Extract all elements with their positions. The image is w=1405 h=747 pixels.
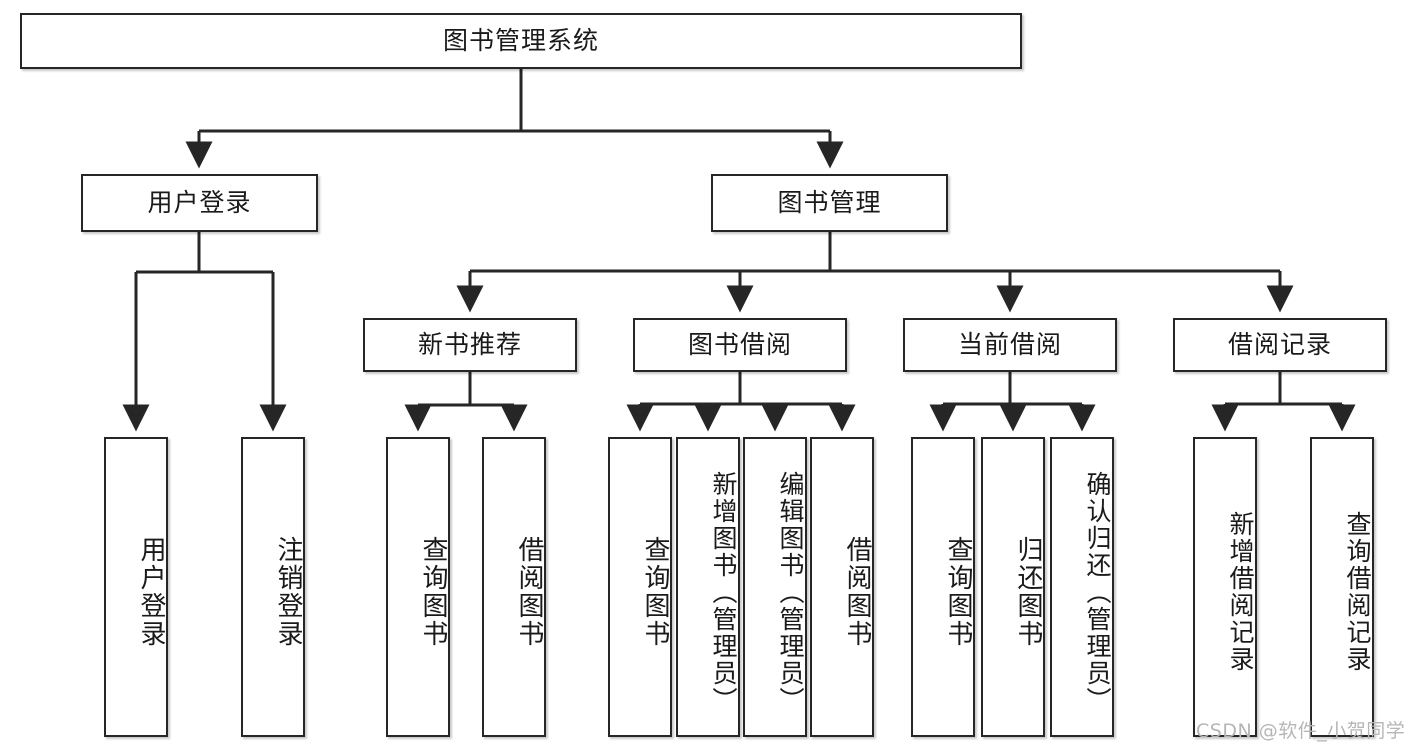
node-new-book-recommend[interactable]: 新书推荐: [363, 318, 577, 372]
node-new-book-recommend-label: 新书推荐: [417, 330, 522, 360]
node-leaf-borrow-book-rec[interactable]: 借阅图书: [482, 437, 546, 737]
node-leaf-add-book-admin-label: 新增图书（管理员）: [709, 470, 738, 714]
node-leaf-add-book-admin[interactable]: 新增图书（管理员）: [676, 437, 740, 737]
node-book-borrow[interactable]: 图书借阅: [633, 318, 847, 372]
node-root[interactable]: 图书管理系统: [20, 13, 1022, 69]
node-root-label: 图书管理系统: [442, 26, 599, 56]
node-leaf-logout[interactable]: 注销登录: [241, 437, 305, 737]
node-leaf-add-borrow-record-label: 新增借阅记录: [1226, 511, 1255, 673]
node-leaf-add-borrow-record[interactable]: 新增借阅记录: [1193, 437, 1257, 737]
node-leaf-query-borrow-record-label: 查询借阅记录: [1343, 511, 1372, 673]
node-leaf-user-login[interactable]: 用户登录: [104, 437, 168, 737]
node-leaf-edit-book-admin-label: 编辑图书（管理员）: [776, 470, 805, 714]
node-leaf-query-book-rec-label: 查询图书: [418, 536, 448, 648]
node-book-management[interactable]: 图书管理: [711, 174, 948, 232]
node-leaf-query-book-current-label: 查询图书: [943, 536, 973, 648]
csdn-watermark: CSDN @软件_小贺同学: [1196, 720, 1405, 742]
node-leaf-return-book[interactable]: 归还图书: [981, 437, 1045, 737]
node-borrow-record[interactable]: 借阅记录: [1173, 318, 1387, 372]
node-leaf-confirm-return-admin[interactable]: 确认归还（管理员）: [1050, 437, 1114, 737]
node-leaf-query-borrow-record[interactable]: 查询借阅记录: [1310, 437, 1374, 737]
node-leaf-query-book-borrow[interactable]: 查询图书: [608, 437, 672, 737]
node-current-borrow[interactable]: 当前借阅: [903, 318, 1117, 372]
node-leaf-logout-label: 注销登录: [273, 536, 303, 648]
node-leaf-borrow-book[interactable]: 借阅图书: [810, 437, 874, 737]
node-leaf-edit-book-admin[interactable]: 编辑图书（管理员）: [743, 437, 807, 737]
node-leaf-user-login-label: 用户登录: [136, 536, 166, 648]
node-leaf-query-book-rec[interactable]: 查询图书: [386, 437, 450, 737]
node-leaf-borrow-book-label: 借阅图书: [842, 536, 872, 648]
node-current-borrow-label: 当前借阅: [957, 330, 1062, 360]
node-leaf-query-book-borrow-label: 查询图书: [640, 536, 670, 648]
node-leaf-query-book-current[interactable]: 查询图书: [911, 437, 975, 737]
node-book-management-label: 图书管理: [777, 188, 882, 218]
node-leaf-confirm-return-admin-label: 确认归还（管理员）: [1083, 470, 1112, 714]
node-leaf-borrow-book-rec-label: 借阅图书: [514, 536, 544, 648]
node-book-borrow-label: 图书借阅: [687, 330, 792, 360]
node-borrow-record-label: 借阅记录: [1227, 330, 1332, 360]
node-user-login-label: 用户登录: [147, 188, 252, 218]
node-user-login[interactable]: 用户登录: [81, 174, 318, 232]
node-leaf-return-book-label: 归还图书: [1013, 536, 1043, 648]
